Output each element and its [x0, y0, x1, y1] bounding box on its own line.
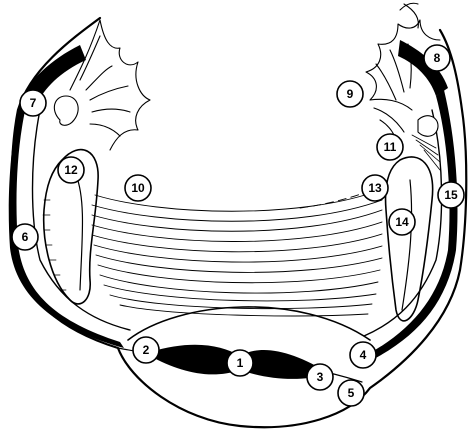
svg-text:1: 1 — [237, 356, 244, 370]
callout-6: 6 — [12, 224, 38, 250]
callout-9: 9 — [337, 81, 363, 107]
svg-text:7: 7 — [30, 96, 37, 110]
svg-text:10: 10 — [131, 181, 145, 195]
callout-14: 14 — [389, 209, 415, 235]
callout-7: 7 — [20, 90, 46, 116]
callout-15: 15 — [438, 182, 464, 208]
svg-text:11: 11 — [384, 140, 397, 154]
callout-5: 5 — [338, 380, 364, 406]
svg-text:5: 5 — [348, 386, 355, 400]
fibrous-band — [92, 186, 382, 316]
callout-11: 11 — [377, 134, 403, 160]
svg-text:4: 4 — [360, 348, 367, 362]
callout-4: 4 — [350, 342, 376, 368]
svg-text:2: 2 — [143, 343, 150, 357]
left-fimbriae — [54, 20, 150, 150]
callout-10: 10 — [125, 175, 151, 201]
callout-13: 13 — [362, 175, 388, 201]
callout-2: 2 — [133, 337, 159, 363]
svg-text:9: 9 — [347, 87, 354, 101]
svg-text:14: 14 — [395, 215, 409, 229]
callout-1: 1 — [227, 350, 253, 376]
svg-text:6: 6 — [22, 230, 29, 244]
svg-text:8: 8 — [434, 51, 441, 65]
svg-text:13: 13 — [368, 181, 382, 195]
svg-text:12: 12 — [64, 163, 78, 177]
svg-text:3: 3 — [317, 370, 324, 384]
callout-8: 8 — [424, 45, 450, 71]
dark-band-left — [9, 92, 124, 348]
callout-3: 3 — [307, 364, 333, 390]
svg-text:15: 15 — [444, 188, 458, 202]
callout-12: 12 — [58, 157, 84, 183]
